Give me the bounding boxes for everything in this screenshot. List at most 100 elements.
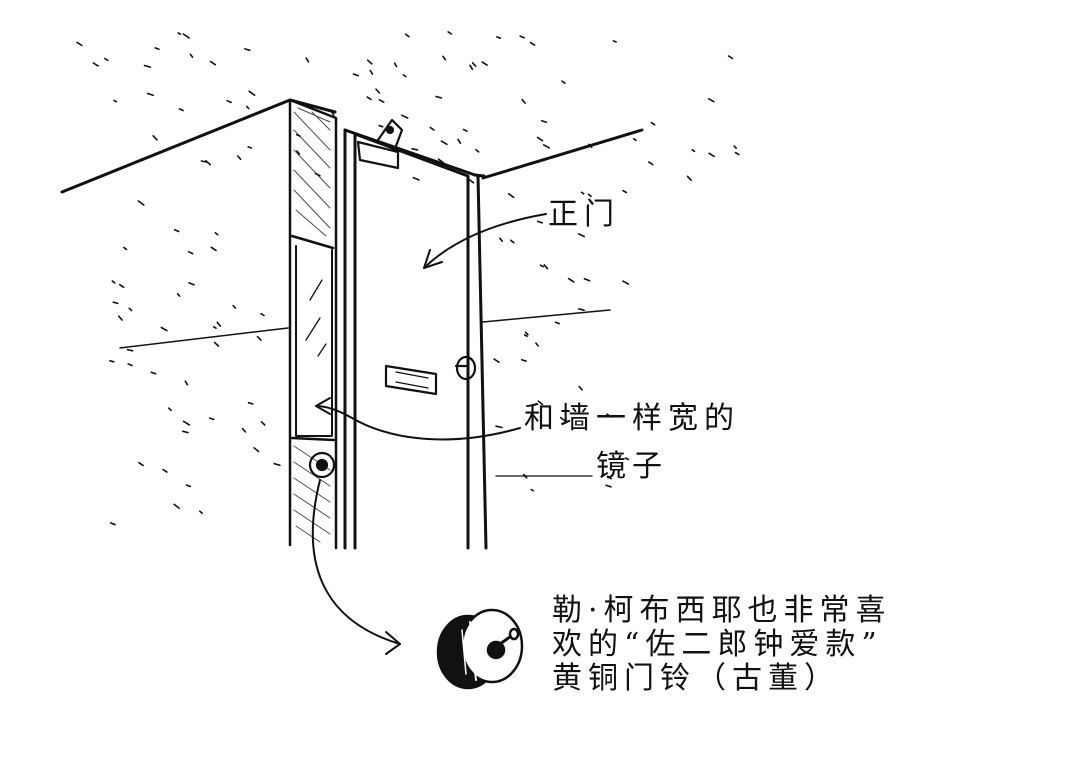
speckle-mark [632, 138, 637, 142]
speckle-mark [691, 149, 696, 153]
speckle-mark [178, 108, 184, 112]
speckle-mark [647, 161, 654, 166]
speckle-mark [173, 503, 180, 509]
speckle-mark [232, 304, 237, 309]
speckle-mark [296, 150, 301, 155]
speckle-mark [462, 128, 468, 132]
speckle-mark [247, 146, 253, 149]
doorbell-label-line-3: 黄铜门铃（古董） [552, 661, 840, 696]
speckle-mark [199, 510, 203, 515]
speckle-mark [393, 62, 398, 68]
speckle-mark [495, 425, 503, 429]
wall-texture-speckles [76, 31, 740, 526]
speckle-mark [405, 33, 410, 38]
speckle-mark [260, 421, 266, 426]
speckle-mark [187, 250, 194, 255]
speckle-mark [375, 88, 381, 94]
speckle-mark [727, 55, 734, 60]
speckle-mark [577, 233, 585, 238]
wall-doorbell [308, 451, 336, 479]
speckle-mark [205, 159, 211, 166]
main-door-label: 正门 [548, 197, 620, 232]
speckle-mark [605, 484, 612, 488]
speckle-mark [520, 358, 527, 362]
speckle-mark [583, 278, 591, 282]
speckle-mark [606, 413, 613, 418]
speckle-mark [109, 522, 116, 526]
speckle-mark [412, 176, 420, 181]
speckle-mark [177, 32, 182, 35]
speckle-mark [554, 321, 560, 325]
speckle-mark [686, 175, 692, 181]
speckle-mark [152, 135, 158, 141]
speckle-mark [468, 178, 475, 184]
speckle-mark [535, 342, 539, 347]
speckle-mark [523, 334, 528, 338]
speckle-mark [624, 457, 630, 461]
speckle-mark [236, 155, 242, 160]
speckle-mark [708, 152, 715, 158]
speckle-mark [537, 400, 544, 406]
speckle-mark [248, 90, 256, 96]
speckle-mark [529, 41, 536, 46]
speckle-mark [92, 62, 99, 67]
speckle-mark [378, 124, 384, 128]
door-knob [454, 355, 477, 381]
mirror [295, 245, 333, 437]
speckle-mark [111, 280, 116, 284]
speckle-mark [126, 348, 134, 352]
speckle-mark [216, 321, 222, 327]
speckle-mark [260, 312, 265, 317]
speckle-mark [539, 264, 545, 268]
speckle-mark [162, 468, 168, 473]
mail-slot [384, 364, 438, 396]
speckle-mark [352, 73, 359, 77]
speckle-mark [536, 136, 544, 142]
speckle-mark [378, 99, 385, 103]
speckle-mark [442, 55, 447, 61]
speckle-mark [510, 239, 515, 244]
speckle-mark [244, 48, 251, 52]
speckle-mark [245, 105, 250, 110]
speckle-mark [208, 417, 215, 421]
speckle-mark [167, 407, 172, 412]
speckle-mark [650, 121, 656, 126]
mirror-label-line-2: 镜子 [596, 449, 668, 484]
speckle-mark [708, 98, 715, 103]
speckle-mark [182, 430, 189, 434]
speckle-mark [402, 74, 407, 78]
speckle-mark [173, 229, 180, 233]
speckle-mark [76, 41, 83, 47]
speckle-mark [128, 307, 133, 312]
speckle-mark [567, 277, 575, 283]
speckle-mark [530, 488, 535, 492]
speckle-mark [146, 92, 154, 97]
speckle-mark [366, 59, 373, 65]
speckle-mark [112, 301, 119, 305]
speckle-mark [536, 220, 544, 224]
speckle-mark [457, 138, 462, 144]
speckle-mark [429, 126, 435, 131]
speckle-mark [587, 193, 592, 198]
speckle-mark [447, 31, 453, 35]
doorbell-label-line-1: 勒·柯布西耶也非常喜 [552, 593, 892, 628]
speckle-mark [471, 62, 477, 67]
speckle-mark [118, 283, 125, 289]
speckle-mark [117, 315, 123, 321]
speckle-mark [507, 193, 515, 199]
speckle-mark [369, 69, 374, 75]
speckle-mark [540, 120, 548, 124]
speckle-mark [104, 57, 109, 62]
speckle-mark [580, 191, 585, 195]
speckle-mark [200, 160, 208, 163]
speckle-mark [521, 98, 526, 104]
speckle-mark [185, 484, 192, 488]
speckle-mark [247, 401, 254, 405]
speckle-mark [559, 416, 566, 422]
speckle-mark [109, 360, 115, 363]
speckle-mark [182, 33, 190, 39]
mirror-label-line-1: 和墙一样宽的 [524, 401, 740, 436]
speckle-mark [184, 380, 189, 386]
